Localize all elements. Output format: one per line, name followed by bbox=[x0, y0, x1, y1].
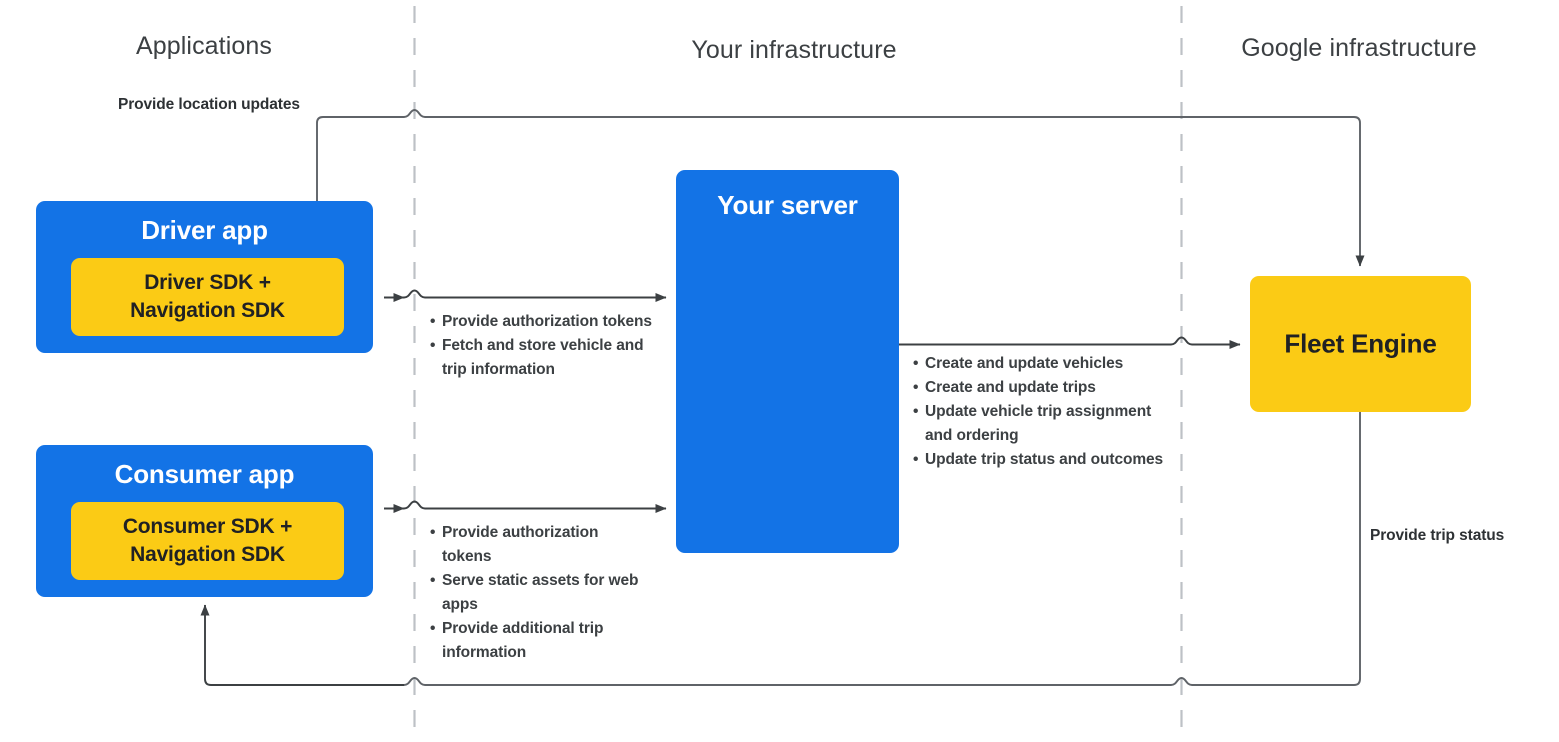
bullet-item: Serve static assets for web apps bbox=[430, 569, 645, 617]
edge-label-provide-location-updates: Provide location updates bbox=[118, 96, 300, 113]
node-driver-app[interactable]: Driver app Driver SDK + Navigation SDK bbox=[36, 201, 373, 353]
node-consumer-sdk[interactable]: Consumer SDK + Navigation SDK bbox=[71, 502, 344, 580]
node-fleet-engine[interactable]: Fleet Engine bbox=[1250, 276, 1471, 412]
node-consumer-app[interactable]: Consumer app Consumer SDK + Navigation S… bbox=[36, 445, 373, 597]
driver-sdk-line1: Driver SDK + bbox=[144, 271, 271, 295]
bullet-line-1: Provide authorization bbox=[442, 524, 599, 541]
bullet-line-2: and trip information bbox=[442, 337, 644, 379]
bullet-line-2: tokens bbox=[442, 548, 492, 566]
consumer-sdk-line1: Consumer SDK + bbox=[122, 515, 293, 539]
bullet-item: Fetch and store vehicle and trip informa… bbox=[430, 334, 660, 382]
bullet-line-1: Update vehicle trip bbox=[925, 403, 1062, 421]
bullet-line-2: trip information bbox=[442, 620, 604, 662]
bullet-line-2: outcomes bbox=[1090, 451, 1164, 469]
bullet-line-1: Update trip status and bbox=[925, 451, 1087, 469]
driver-sdk-label: Driver SDK + Navigation SDK bbox=[77, 269, 338, 325]
bullet-item: Provide authorization tokens bbox=[430, 521, 645, 569]
bullet-line-2: assignment and ordering bbox=[925, 403, 1152, 445]
zone-title-google-infrastructure: Google infrastructure bbox=[1241, 34, 1477, 62]
edge-driver-server bbox=[384, 289, 667, 302]
edge-consumer-server bbox=[384, 500, 667, 513]
consumer-sdk-label: Consumer SDK + Navigation SDK bbox=[77, 513, 338, 569]
bullet-line-2: for web apps bbox=[442, 572, 639, 614]
driver-app-title: Driver app bbox=[141, 215, 268, 245]
consumer-sdk-line2: Navigation SDK bbox=[130, 543, 285, 566]
bullet-line-1: Provide additional bbox=[442, 620, 575, 638]
bullet-line-2: tokens bbox=[602, 313, 652, 330]
bullet-line-1: Create and update vehicles bbox=[925, 355, 1124, 372]
node-driver-sdk[interactable]: Driver SDK + Navigation SDK bbox=[71, 258, 344, 336]
your-server-title: Your server bbox=[717, 190, 858, 220]
bullet-item: Update trip status and outcomes bbox=[913, 448, 1168, 472]
bullet-item: Provide authorization tokens bbox=[430, 310, 660, 334]
bullet-line-1: Serve static assets bbox=[442, 572, 580, 590]
node-your-server[interactable]: Your server bbox=[676, 170, 899, 553]
zone-title-applications: Applications bbox=[135, 32, 273, 60]
fleet-engine-title: Fleet Engine bbox=[1284, 328, 1437, 359]
bullet-item: Provide additional trip information bbox=[430, 617, 645, 665]
edge-bullets-consumer-server: Provide authorization tokens Serve stati… bbox=[430, 521, 645, 665]
edge-bullets-server-fleet: Create and update vehicles Create and up… bbox=[913, 352, 1168, 472]
edge-bullets-driver-server: Provide authorization tokens Fetch and s… bbox=[430, 310, 660, 382]
driver-sdk-line2: Navigation SDK bbox=[130, 299, 285, 322]
bullet-item: Create and update vehicles bbox=[913, 352, 1168, 376]
bullet-line-1: Provide authorization bbox=[442, 313, 599, 330]
edge-server-fleet bbox=[898, 336, 1241, 349]
consumer-app-title: Consumer app bbox=[114, 459, 295, 489]
edge-label-provide-trip-status: Provide trip status bbox=[1370, 527, 1505, 544]
bullet-item: Create and update trips bbox=[913, 376, 1168, 400]
bullet-item: Update vehicle trip assignment and order… bbox=[913, 400, 1168, 448]
bullet-line-1: Fetch and store vehicle bbox=[442, 337, 612, 355]
zone-title-your-infrastructure: Your infrastructure bbox=[691, 36, 897, 64]
bullet-line-1: Create and update trips bbox=[925, 379, 1096, 397]
